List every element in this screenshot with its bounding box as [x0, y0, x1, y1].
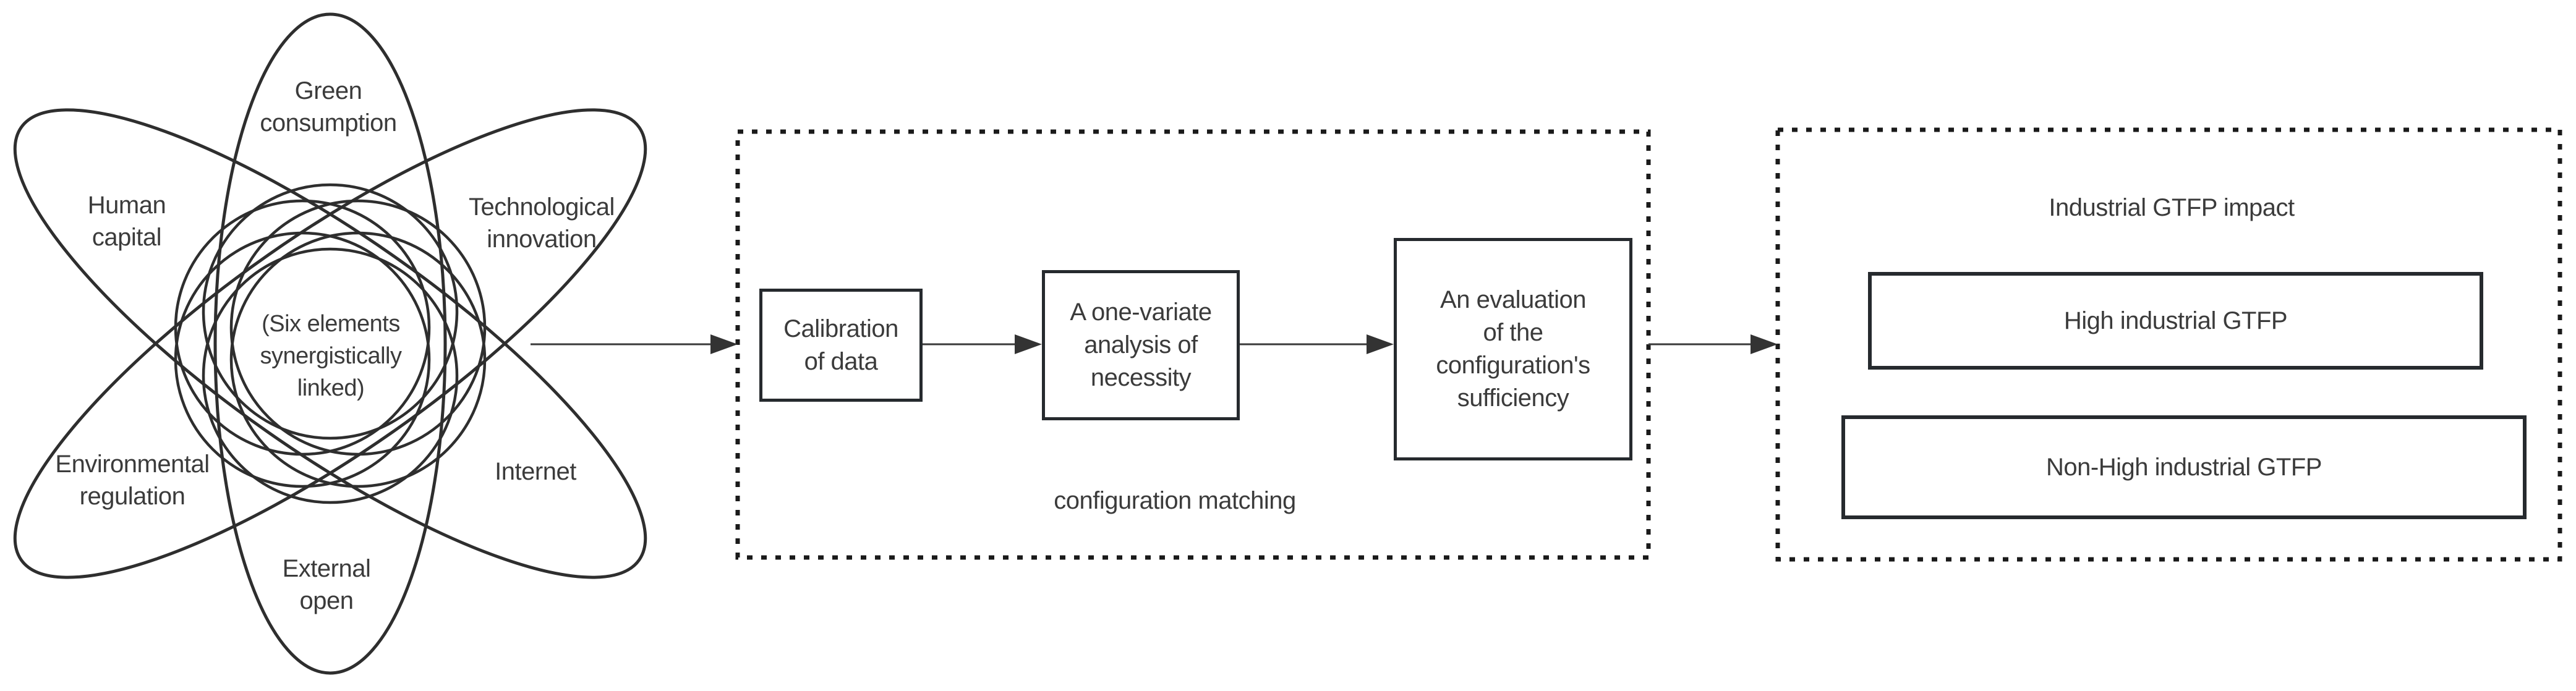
- petal-label-human-capital: Human capital: [88, 189, 166, 253]
- label-line: of data: [804, 347, 878, 375]
- rosette-circle: [174, 199, 431, 456]
- petal-label-internet: Internet: [495, 456, 576, 488]
- arrow-calibration-to-necessity: [923, 334, 1042, 354]
- label-line: A one-variate: [1070, 299, 1212, 326]
- label-line: consumption: [260, 109, 397, 137]
- step-box-text: A one-variate analysis of necessity: [1070, 296, 1212, 394]
- label-line: Green: [294, 77, 362, 104]
- rosette-circle: [174, 231, 431, 488]
- label-line: synergistically: [260, 343, 402, 369]
- petal-label-technological-innovation: Technological innovation: [469, 191, 615, 255]
- label-line: Technological: [469, 193, 615, 221]
- label-line: (Six elements: [262, 311, 400, 337]
- arrow-necessity-to-sufficiency: [1240, 334, 1394, 354]
- flower-center-label: (Six elements synergistically linked): [260, 308, 402, 404]
- rosette-circle: [202, 247, 459, 504]
- label-line: analysis of: [1084, 331, 1198, 358]
- step-box-one-variate-analysis: A one-variate analysis of necessity: [1042, 270, 1240, 420]
- step-box-sufficiency-evaluation: An evaluation of the configuration's suf…: [1394, 238, 1632, 460]
- arrowhead-icon: [1367, 334, 1394, 354]
- label-line: Calibration: [783, 315, 898, 342]
- petal-label-environmental-regulation: Environmental regulation: [55, 448, 210, 512]
- venn-ellipse-vertical: [213, 12, 447, 675]
- label-line: High industrial GTFP: [2063, 307, 2288, 334]
- step-box-text: Calibration of data: [783, 313, 898, 378]
- configuration-matching-caption: configuration matching: [1054, 487, 1296, 514]
- arrow-flower-to-calibration: [531, 334, 738, 354]
- label-line: Human: [87, 192, 166, 219]
- petal-label-green-consumption: Green consumption: [260, 75, 397, 139]
- industrial-gtfp-dotted-box: [1775, 127, 2562, 562]
- label-line: innovation: [487, 226, 597, 253]
- rosette-circle: [202, 183, 459, 440]
- label-line: An evaluation: [1440, 286, 1586, 313]
- label-line: regulation: [79, 483, 186, 510]
- industrial-gtfp-impact-title: Industrial GTFP impact: [2049, 194, 2295, 221]
- outcome-box-high-industrial-gtfp: High industrial GTFP: [1868, 272, 2483, 370]
- label-line: necessity: [1090, 364, 1192, 391]
- label-line: open: [299, 587, 354, 614]
- label-line: sufficiency: [1457, 384, 1569, 412]
- venn-ellipse-diagonal-down: [13, 108, 647, 579]
- label-line: of the: [1483, 319, 1543, 346]
- step-box-text: An evaluation of the configuration's suf…: [1436, 284, 1590, 415]
- arrowhead-icon: [1015, 334, 1042, 354]
- label-line: Environmental: [55, 451, 210, 478]
- arrowhead-icon: [710, 334, 738, 354]
- label-line: configuration's: [1436, 352, 1590, 379]
- petal-label-external-open: External open: [283, 553, 371, 617]
- arrow-matching-to-outcome: [1648, 334, 1778, 354]
- label-line: External: [282, 555, 371, 582]
- outcome-box-non-high-industrial-gtfp: Non-High industrial GTFP: [1841, 415, 2527, 519]
- label-line: Non-High industrial GTFP: [2046, 453, 2322, 481]
- label-line: Internet: [495, 458, 576, 485]
- label-line: capital: [92, 224, 162, 251]
- rosette-circle: [229, 199, 487, 456]
- rosette-circle: [229, 231, 487, 488]
- arrowhead-icon: [1751, 334, 1778, 354]
- label-line: linked): [297, 375, 365, 401]
- step-box-calibration-of-data: Calibration of data: [759, 289, 923, 402]
